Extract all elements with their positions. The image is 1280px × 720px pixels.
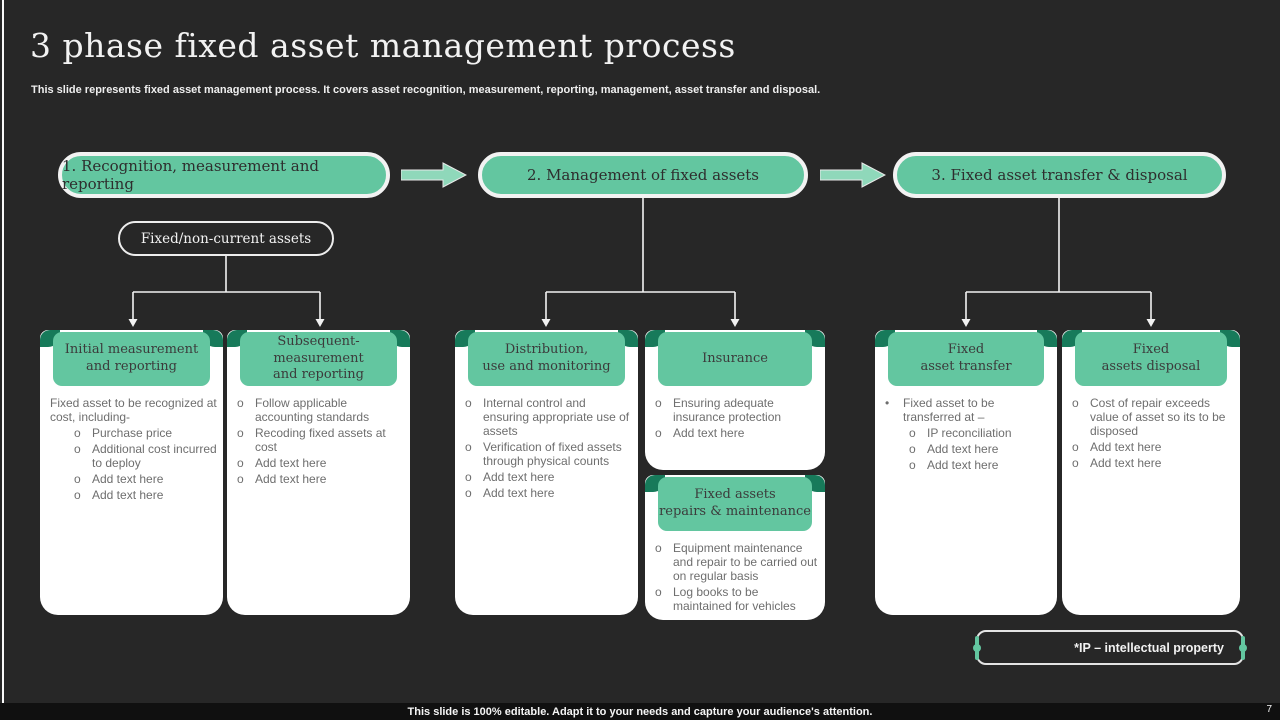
- card-header: Fixed assets disposal: [1075, 332, 1227, 386]
- card-header: Fixed assets repairs & maintenance: [658, 477, 812, 531]
- right-arrow-icon: [819, 162, 887, 193]
- list-item: •Fixed asset to be transferred at –: [885, 396, 995, 425]
- card-header: Fixed asset transfer: [888, 332, 1044, 386]
- badge-accent-dot: [1239, 643, 1247, 652]
- card-header: Subsequent- measurement and reporting: [240, 332, 397, 386]
- card-header: Insurance: [658, 332, 812, 386]
- page-subtitle: This slide represents fixed asset manage…: [31, 84, 821, 96]
- badge-accent-dot: [973, 643, 981, 652]
- phase-pill-1: 1. Recognition, measurement and reportin…: [58, 152, 390, 198]
- card-header: Initial measurement and reporting: [53, 332, 210, 386]
- ip-note-text: *IP – intellectual property: [1074, 640, 1224, 655]
- right-arrow-icon: [400, 162, 468, 193]
- card-fixed-asset-transfer: Fixed asset transfer •Fixed asset to be …: [875, 330, 1057, 615]
- phase-pill-3: 3. Fixed asset transfer & disposal: [893, 152, 1226, 198]
- page-number: 7: [1266, 704, 1272, 715]
- card-header: Distribution, use and monitoring: [468, 332, 625, 386]
- card-initial-measurement: Initial measurement and reporting Fixed …: [40, 330, 223, 615]
- list-item: Fixed asset to be recognized at cost, in…: [50, 396, 217, 425]
- footer-bar: This slide is 100% editable. Adapt it to…: [0, 703, 1280, 720]
- fixed-non-current-assets-tag: Fixed/non-current assets: [118, 221, 334, 256]
- phase-pill-2: 2. Management of fixed assets: [478, 152, 808, 198]
- page-title: 3 phase fixed asset management process: [30, 26, 736, 65]
- editable-note: This slide is 100% editable. Adapt it to…: [407, 705, 873, 718]
- ip-note-badge: *IP – intellectual property: [973, 630, 1247, 665]
- left-edge-line: [2, 0, 4, 703]
- card-body: Fixed asset to be recognized at cost, in…: [48, 396, 218, 504]
